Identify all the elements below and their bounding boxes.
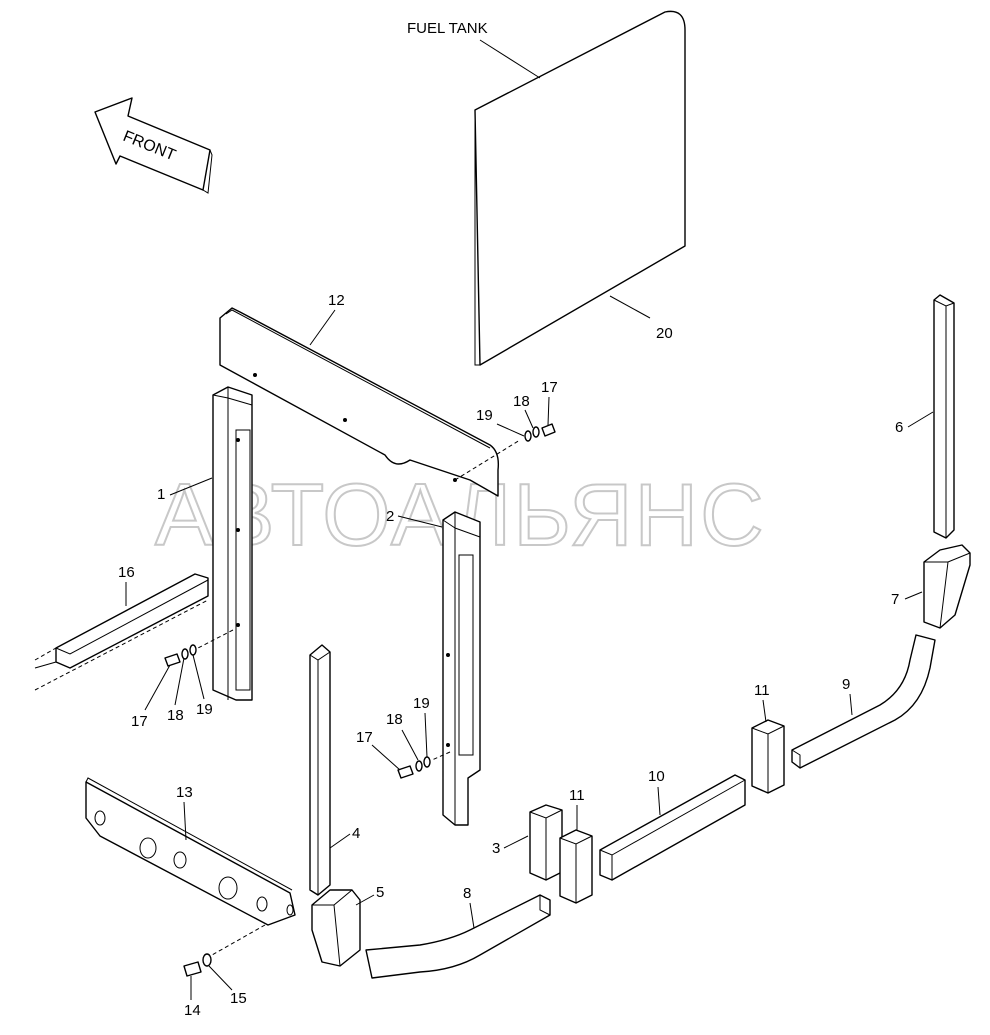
callout-2: 2	[386, 508, 394, 525]
fastener-set-left	[164, 629, 234, 667]
callout-1: 1	[157, 486, 165, 503]
callout-17a: 17	[541, 379, 558, 396]
callout-6: 6	[895, 419, 903, 436]
part-7-pad	[923, 544, 971, 629]
fastener-set-lower	[397, 751, 451, 779]
callout-18b: 18	[167, 707, 184, 724]
bolt-14-washer-15	[183, 924, 266, 977]
callout-18a: 18	[513, 393, 530, 410]
callout-15: 15	[230, 990, 247, 1007]
part-5-pad	[311, 889, 361, 967]
callout-16: 16	[118, 564, 135, 581]
callout-4: 4	[352, 825, 360, 842]
callout-19c: 19	[413, 695, 430, 712]
part-2-right-channel	[442, 511, 481, 826]
part-3-block	[529, 804, 563, 881]
part-9-angled-strip	[791, 634, 936, 769]
callout-7: 7	[891, 591, 899, 608]
callout-3: 3	[492, 840, 500, 857]
part-6-strip	[933, 294, 955, 539]
fuel-tank-panel	[474, 10, 686, 366]
part-4-strip	[309, 644, 331, 896]
fuel-tank-label: FUEL TANK	[407, 20, 488, 37]
callout-13: 13	[176, 784, 193, 801]
callout-14: 14	[184, 1002, 201, 1019]
callout-10: 10	[648, 768, 665, 785]
callout-19a: 19	[476, 407, 493, 424]
callout-12: 12	[328, 292, 345, 309]
callout-17b: 17	[131, 713, 148, 730]
fastener-set-upper	[454, 423, 556, 481]
part-10-bar	[599, 774, 746, 881]
callout-18c: 18	[386, 711, 403, 728]
callout-11b: 11	[569, 787, 585, 804]
part-11-block-lower	[559, 829, 593, 904]
part-11-block-upper	[751, 719, 785, 794]
callout-8: 8	[463, 885, 471, 902]
part-1-left-channel	[212, 386, 253, 701]
callout-9: 9	[842, 676, 850, 693]
callout-17c: 17	[356, 729, 373, 746]
callout-19b: 19	[196, 701, 213, 718]
callout-11a: 11	[754, 682, 770, 699]
part-8-curved-strip	[365, 894, 551, 979]
callout-20: 20	[656, 325, 673, 342]
part-16-angle-strip	[34, 573, 209, 691]
part-13-plate	[85, 777, 296, 926]
front-arrow: FRONT	[94, 97, 213, 194]
callout-5: 5	[376, 884, 384, 901]
